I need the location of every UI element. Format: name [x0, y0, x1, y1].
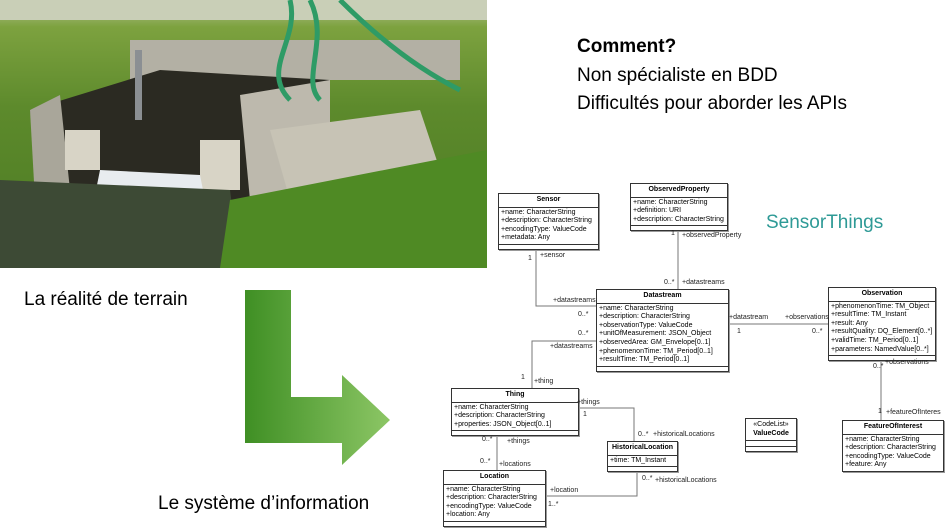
assoc-mult: 0..*: [873, 363, 884, 370]
attribute: +resultTime: TM_Period[0..1]: [599, 356, 690, 364]
assoc-mult: 0..*: [812, 328, 823, 335]
photo-illustration: [0, 0, 487, 268]
assoc-label: +locations: [499, 461, 531, 468]
attribute: +description: CharacterString: [446, 494, 537, 502]
class-stereotype: «CodeList»: [753, 421, 789, 428]
assoc-label: +observations: [885, 359, 929, 366]
assoc-mult: 0..*: [642, 475, 653, 482]
assoc-label: +datastreams: [682, 279, 725, 286]
field-photo: [0, 0, 487, 268]
question-line-2: Difficultés pour aborder les APIs: [577, 93, 848, 114]
class-name: ObservedProperty: [631, 184, 727, 198]
class-name: ValueCode: [746, 430, 796, 442]
assoc-label: +historicalLocations: [655, 477, 717, 484]
attribute: +observationType: ValueCode: [599, 321, 693, 329]
attribute: +parameters: NamedValue[0..*]: [831, 345, 929, 353]
assoc-mult: 1: [878, 408, 882, 415]
sensorthings-label: SensorThings: [766, 212, 884, 233]
assoc-mult: 1: [521, 374, 525, 381]
assoc-label: +datastream: [729, 314, 769, 321]
attribute: +description: CharacterString: [599, 313, 690, 321]
attribute: +metadata: Any: [501, 234, 550, 242]
assoc-mult: 0..*: [578, 330, 589, 337]
attribute: +time: TM_Instant: [610, 456, 667, 464]
uml-class-sensor: Sensor +name: CharacterString+descriptio…: [498, 193, 599, 250]
uml-class-datastream: Datastream +name: CharacterString+descri…: [596, 289, 729, 372]
uml-class-thing: Thing +name: CharacterString+description…: [451, 388, 579, 437]
assoc-label: +things: [577, 399, 600, 406]
assoc-mult: 1: [737, 328, 741, 335]
attribute: +result: Any: [831, 319, 868, 327]
attribute: +phenomenonTime: TM_Period[0..1]: [599, 347, 713, 355]
class-name: Sensor: [499, 194, 598, 208]
assoc-label: +observedProperty: [682, 232, 742, 239]
attribute: +properties: JSON_Object[0..1]: [454, 420, 552, 428]
reality-label: La réalité de terrain: [24, 289, 188, 310]
question-title: Comment?: [577, 36, 677, 57]
question-line-1: Non spécialiste en BDD: [577, 65, 778, 86]
attribute: +description: CharacterString: [454, 412, 545, 420]
assoc-label: +datastreams: [550, 343, 593, 350]
green-l-arrow: [245, 290, 390, 465]
attribute: +name: CharacterString: [599, 304, 674, 312]
thing-historicallocation-line: [577, 407, 635, 441]
uml-class-observation: Observation +phenomenonTime: TM_Object+r…: [828, 287, 936, 362]
assoc-mult: 1..*: [548, 501, 559, 508]
attribute: +encodingType: ValueCode: [501, 225, 587, 233]
attribute: +observedArea: GM_Envelope[0..1]: [599, 338, 711, 346]
assoc-mult: 1: [671, 230, 675, 237]
assoc-label: +thing: [534, 378, 554, 385]
assoc-mult: 1: [528, 255, 532, 262]
assoc-mult: 0..*: [482, 436, 493, 443]
assoc-mult: 0..*: [664, 279, 675, 286]
attribute: +description: CharacterString: [633, 215, 724, 223]
assoc-mult: 0..*: [480, 458, 491, 465]
assoc-label: +observations: [785, 314, 829, 321]
class-name: Datastream: [597, 290, 728, 304]
attribute: +description: CharacterString: [845, 444, 936, 452]
attribute: +location: Any: [446, 511, 490, 519]
assoc-mult: 0..*: [638, 431, 649, 438]
attribute: +encodingType: ValueCode: [446, 502, 532, 510]
uml-class-historicallocation: HistoricalLocation +time: TM_Instant: [607, 441, 678, 473]
uml-class-valuecode: «CodeList» ValueCode: [745, 418, 797, 453]
attribute: +name: CharacterString: [633, 198, 708, 206]
assoc-label: +featureOfInteres: [886, 409, 941, 416]
sensor-datastream-line: [535, 246, 596, 307]
class-name: Location: [444, 471, 545, 485]
attribute: +description: CharacterString: [501, 217, 592, 225]
assoc-label: +sensor: [540, 252, 566, 259]
assoc-label: +things: [507, 438, 530, 445]
class-name: Observation: [829, 288, 935, 302]
attribute: +name: CharacterString: [845, 435, 920, 443]
attribute: +name: CharacterString: [446, 485, 521, 493]
attribute: +definition: URI: [633, 207, 682, 215]
assoc-mult: 1: [583, 411, 587, 418]
assoc-label: +location: [550, 487, 579, 494]
attribute: +name: CharacterString: [501, 208, 576, 216]
attribute: +encodingType: ValueCode: [845, 452, 931, 460]
attribute: +unitOfMeasurement: JSON_Object: [599, 330, 712, 338]
attribute: +phenomenonTime: TM_Object: [831, 302, 930, 310]
class-name: HistoricalLocation: [608, 442, 677, 456]
attribute: +name: CharacterString: [454, 403, 529, 411]
location-historicallocation-line: [544, 470, 638, 497]
attribute: +validTime: TM_Period[0..1]: [831, 336, 919, 344]
assoc-mult: 0..*: [578, 311, 589, 318]
datastream-thing-line: [531, 340, 596, 388]
uml-class-observedproperty: ObservedProperty +name: CharacterString+…: [630, 183, 728, 232]
uml-class-location: Location +name: CharacterString+descript…: [443, 470, 546, 527]
attribute: +feature: Any: [845, 461, 887, 469]
assoc-label: +datastreams: [553, 297, 596, 304]
information-system-label: Le système d’information: [158, 493, 370, 514]
class-name: FeatureOfInterest: [843, 421, 943, 435]
attribute: +resultQuality: DQ_Element[0..*]: [831, 328, 933, 336]
attribute: +resultTime: TM_Instant: [831, 311, 907, 319]
uml-class-featureofinterest: FeatureOfInterest +name: CharacterString…: [842, 420, 944, 472]
assoc-label: +historicalLocations: [653, 431, 715, 438]
class-name: Thing: [452, 389, 578, 403]
